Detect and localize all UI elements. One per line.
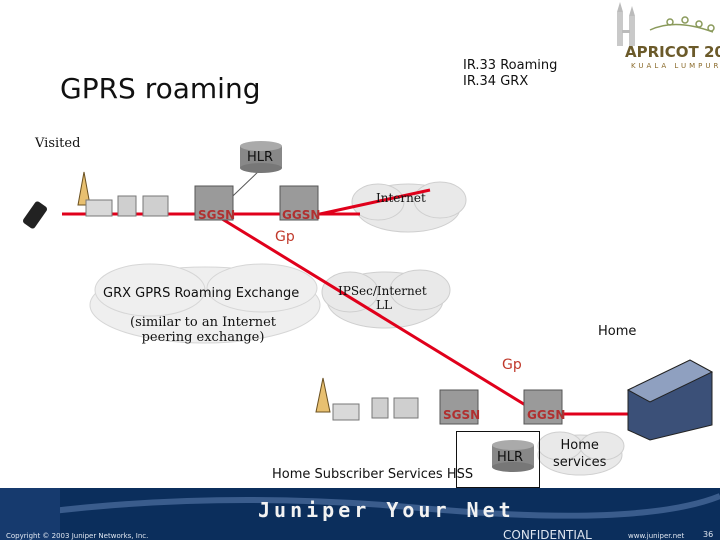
ggsn-visited-box [279,185,319,221]
gp-home-label: Gp [502,357,522,373]
footer-brand: Juniper Your Net [258,498,515,522]
ipsec-line-1: IPSec/Internet [338,284,427,298]
visited-antenna-icon [77,171,113,217]
sgsn-visited-label: SGSN [198,208,236,222]
visited-phone-icon [22,201,48,229]
ipsec-label: IPSec/Internet LL [338,284,427,312]
ggsn-home-label: GGSN [527,408,566,422]
footer-url: www.juniper.net [628,532,685,540]
standards-reference: IR.33 Roaming IR.34 GRX [463,58,557,90]
grx-note: (similar to an Internet peering exchange… [130,315,276,345]
home-services-cloud [537,431,625,476]
grx-label: GRX GPRS Roaming Exchange [103,286,300,301]
grx-cloud [89,263,321,344]
internet-cloud [351,181,467,233]
grx-note-line-1: (similar to an Internet [130,315,277,330]
internet-label: Internet [376,191,426,205]
gp-visited-label: Gp [275,229,295,245]
ipsec-line-2: LL [376,298,392,312]
home-antenna-icon [315,377,360,421]
hlr-home-cylinder [492,440,534,472]
visited-label: Visited [35,136,81,151]
sgsn-home-label: SGSN [443,408,481,422]
sgsn-visited-box [194,185,234,221]
home-bsc-icon [371,397,419,419]
hlr-home-label: HLR [497,450,524,465]
logo-subtext: KUALA LUMPUR [631,62,720,70]
ggsn-visited-label: GGSN [282,208,321,222]
hss-box [456,431,540,488]
apricot-logo: APRICOT 2004 KUALA LUMPUR [595,0,720,80]
page-title: GPRS roaming [60,72,261,105]
hss-label: Home Subscriber Services HSS [272,467,474,482]
reference-line-1: IR.33 Roaming [463,58,558,73]
home-label: Home [598,324,637,339]
footer-page-number: 36 [703,530,714,539]
hlr-visited-cylinder [240,141,282,173]
home-building-icon [626,359,714,441]
home-services-line-2: services [553,455,607,470]
footer-bar: Juniper Your Net Copyright © 2003 Junipe… [0,488,720,542]
home-services-line-1: Home [560,438,599,453]
diagram-canvas [22,141,714,476]
reference-line-2: IR.34 GRX [463,74,529,89]
grx-note-line-2: peering exchange) [141,330,265,345]
home-services-label: Home services [553,437,606,471]
sgsn-home-box [439,389,479,425]
logo-text: APRICOT 2004 [625,43,720,61]
ipsec-cloud [321,269,451,329]
footer-copyright: Copyright © 2003 Juniper Networks, Inc. [6,532,149,540]
hlr-visited-label: HLR [247,150,274,165]
ggsn-home-box [523,389,563,425]
footer-confidential: CONFIDENTIAL [503,528,592,542]
footer-graphic [0,488,720,540]
visited-bsc-icon [117,195,169,217]
